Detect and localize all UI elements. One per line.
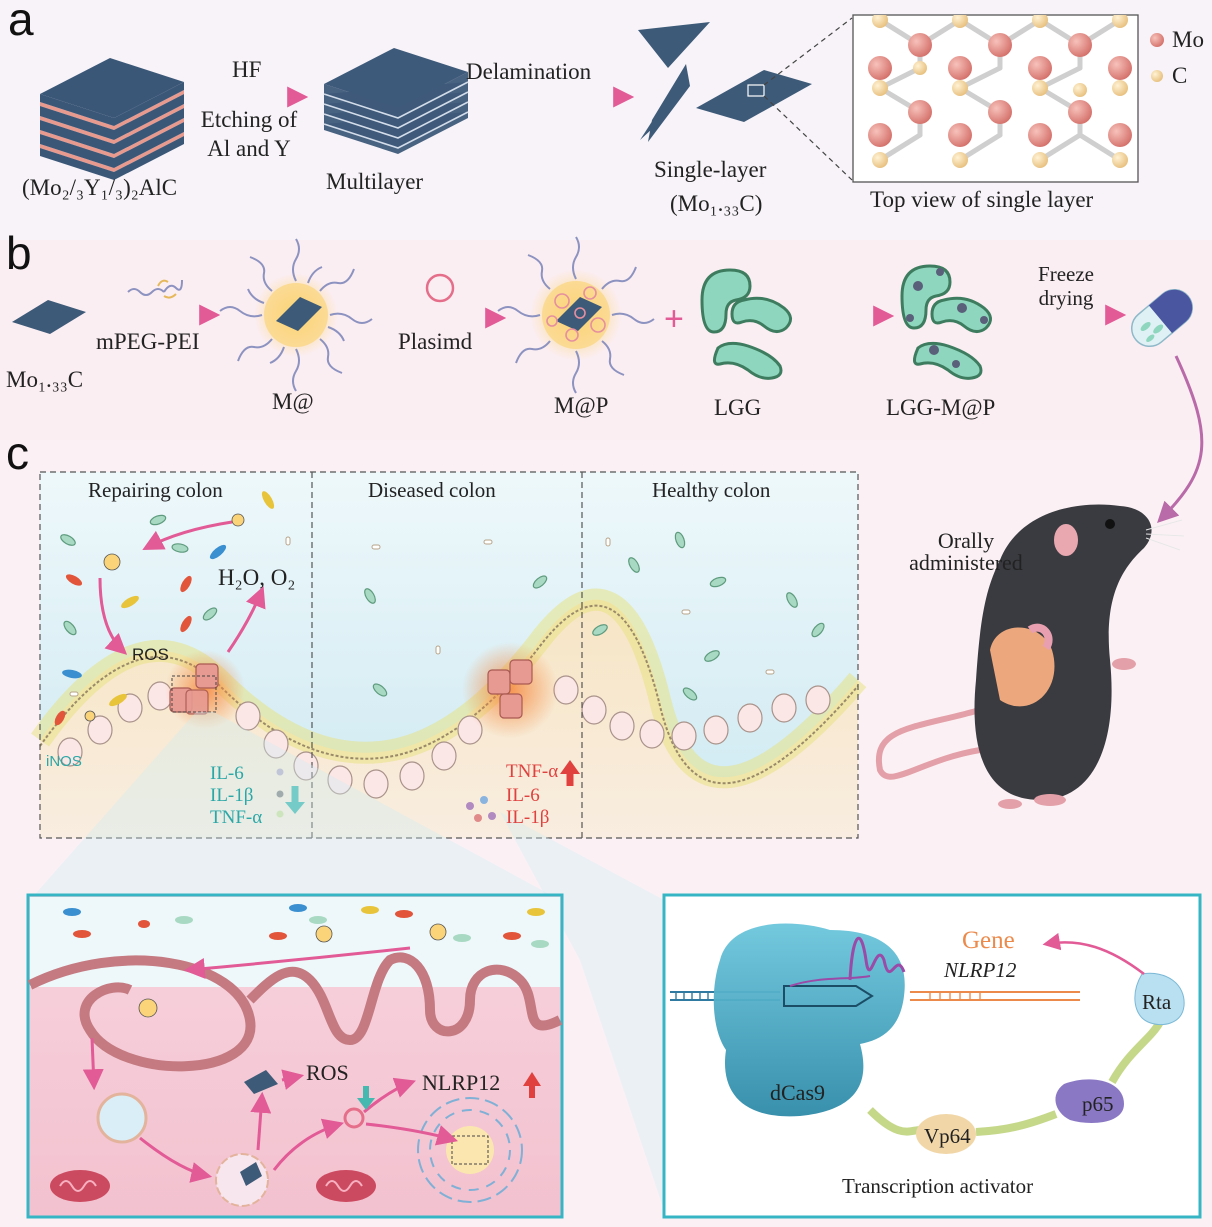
legend-c: C <box>1172 63 1188 88</box>
gut-zoom-panel <box>26 893 564 1219</box>
capsule-icon <box>1130 288 1194 348</box>
mpeg-pei-label: mPEG-PEI <box>96 329 200 354</box>
lgg-map-label: LGG-M@P <box>886 395 996 420</box>
il1b-up: IL-1β <box>506 807 550 828</box>
colon-panels <box>31 471 867 839</box>
gene-label: Gene <box>962 927 1015 954</box>
dcas9-label: dCas9 <box>770 1080 825 1105</box>
lattice-top-view <box>852 14 1164 183</box>
panel-b-letter: b <box>6 227 32 279</box>
arrow-down-teal <box>285 786 305 814</box>
mouse-illustration <box>875 504 1185 809</box>
np-small <box>84 513 245 722</box>
p65-label: p65 <box>1082 1092 1114 1116</box>
single-layer-formula: (Mo₁.₃₃C) <box>670 191 763 216</box>
nlrp12-gene-label: NLRP12 <box>944 958 1017 982</box>
arrow-up-red <box>560 760 580 786</box>
lgg-bacteria <box>700 268 792 380</box>
hf-label: HF <box>232 57 262 82</box>
repairing-colon-label: Repairing colon <box>88 478 223 502</box>
multilayer-stack <box>323 48 469 154</box>
lumen-bacteria <box>54 491 825 726</box>
cytokine-dots <box>276 768 496 822</box>
il6-up: IL-6 <box>506 785 540 806</box>
etching-label: Etching of Al and Y <box>200 107 298 161</box>
il1b-down: IL-1β <box>210 785 254 806</box>
panel-c-letter: c <box>6 427 29 479</box>
tnfa-down: TNF-α <box>210 807 263 828</box>
plasmid-label: Plasimd <box>398 329 473 354</box>
nlrp12-up-label: NLRP12 <box>422 1070 501 1095</box>
ros-label: ROS <box>132 645 169 664</box>
precursor-stack <box>40 58 184 180</box>
top-view-label: Top view of single layer <box>870 187 1094 212</box>
m-at-label: M@ <box>272 389 314 414</box>
h2o-o2-label: H₂O, O₂ <box>218 565 296 590</box>
lgg-map-bacteria <box>900 264 992 380</box>
transcription-activator-label: Transcription activator <box>842 1174 1034 1198</box>
il6-down: IL-6 <box>210 763 244 784</box>
m-at-p-nanoparticle <box>497 236 655 394</box>
multilayer-label: Multilayer <box>326 169 424 194</box>
delamination-label: Delamination <box>466 59 592 84</box>
vp64-label: Vp64 <box>924 1124 971 1148</box>
legend-mo: Mo <box>1172 27 1204 52</box>
precursor-label: (Mo₂/₃Y₁/₃)₂AlC <box>22 175 178 200</box>
tnfa-up: TNF-α <box>506 761 559 782</box>
inos-label: iNOS <box>46 753 82 770</box>
nlrp12-up-arrow <box>523 1072 541 1098</box>
mo133c-label: Mo₁.₃₃C <box>6 367 84 392</box>
lgg-label: LGG <box>714 395 762 420</box>
healthy-colon-label: Healthy colon <box>652 478 771 502</box>
freeze-drying-label: Freeze drying <box>1038 262 1094 311</box>
plus-sign: + <box>664 300 684 338</box>
plasmid-icon <box>425 273 455 303</box>
m-at-p-label: M@P <box>554 393 609 418</box>
ros-down-label: ROS <box>306 1060 349 1085</box>
rta-label: Rta <box>1142 990 1172 1014</box>
single-layer-label: Single-layer <box>654 157 767 182</box>
polymer-icon <box>127 279 183 299</box>
diseased-colon-label: Diseased colon <box>368 478 496 502</box>
orally-administered-label: Orally administered <box>909 528 1023 575</box>
m-at-nanoparticle <box>219 238 373 392</box>
ros-down-arrow <box>357 1086 375 1110</box>
repair-arrows <box>98 520 266 655</box>
panel-a-letter: a <box>8 0 34 45</box>
mo-sheet-b <box>12 300 86 334</box>
single-layer-sheets <box>638 22 812 142</box>
crispr-panel <box>662 893 1202 1219</box>
